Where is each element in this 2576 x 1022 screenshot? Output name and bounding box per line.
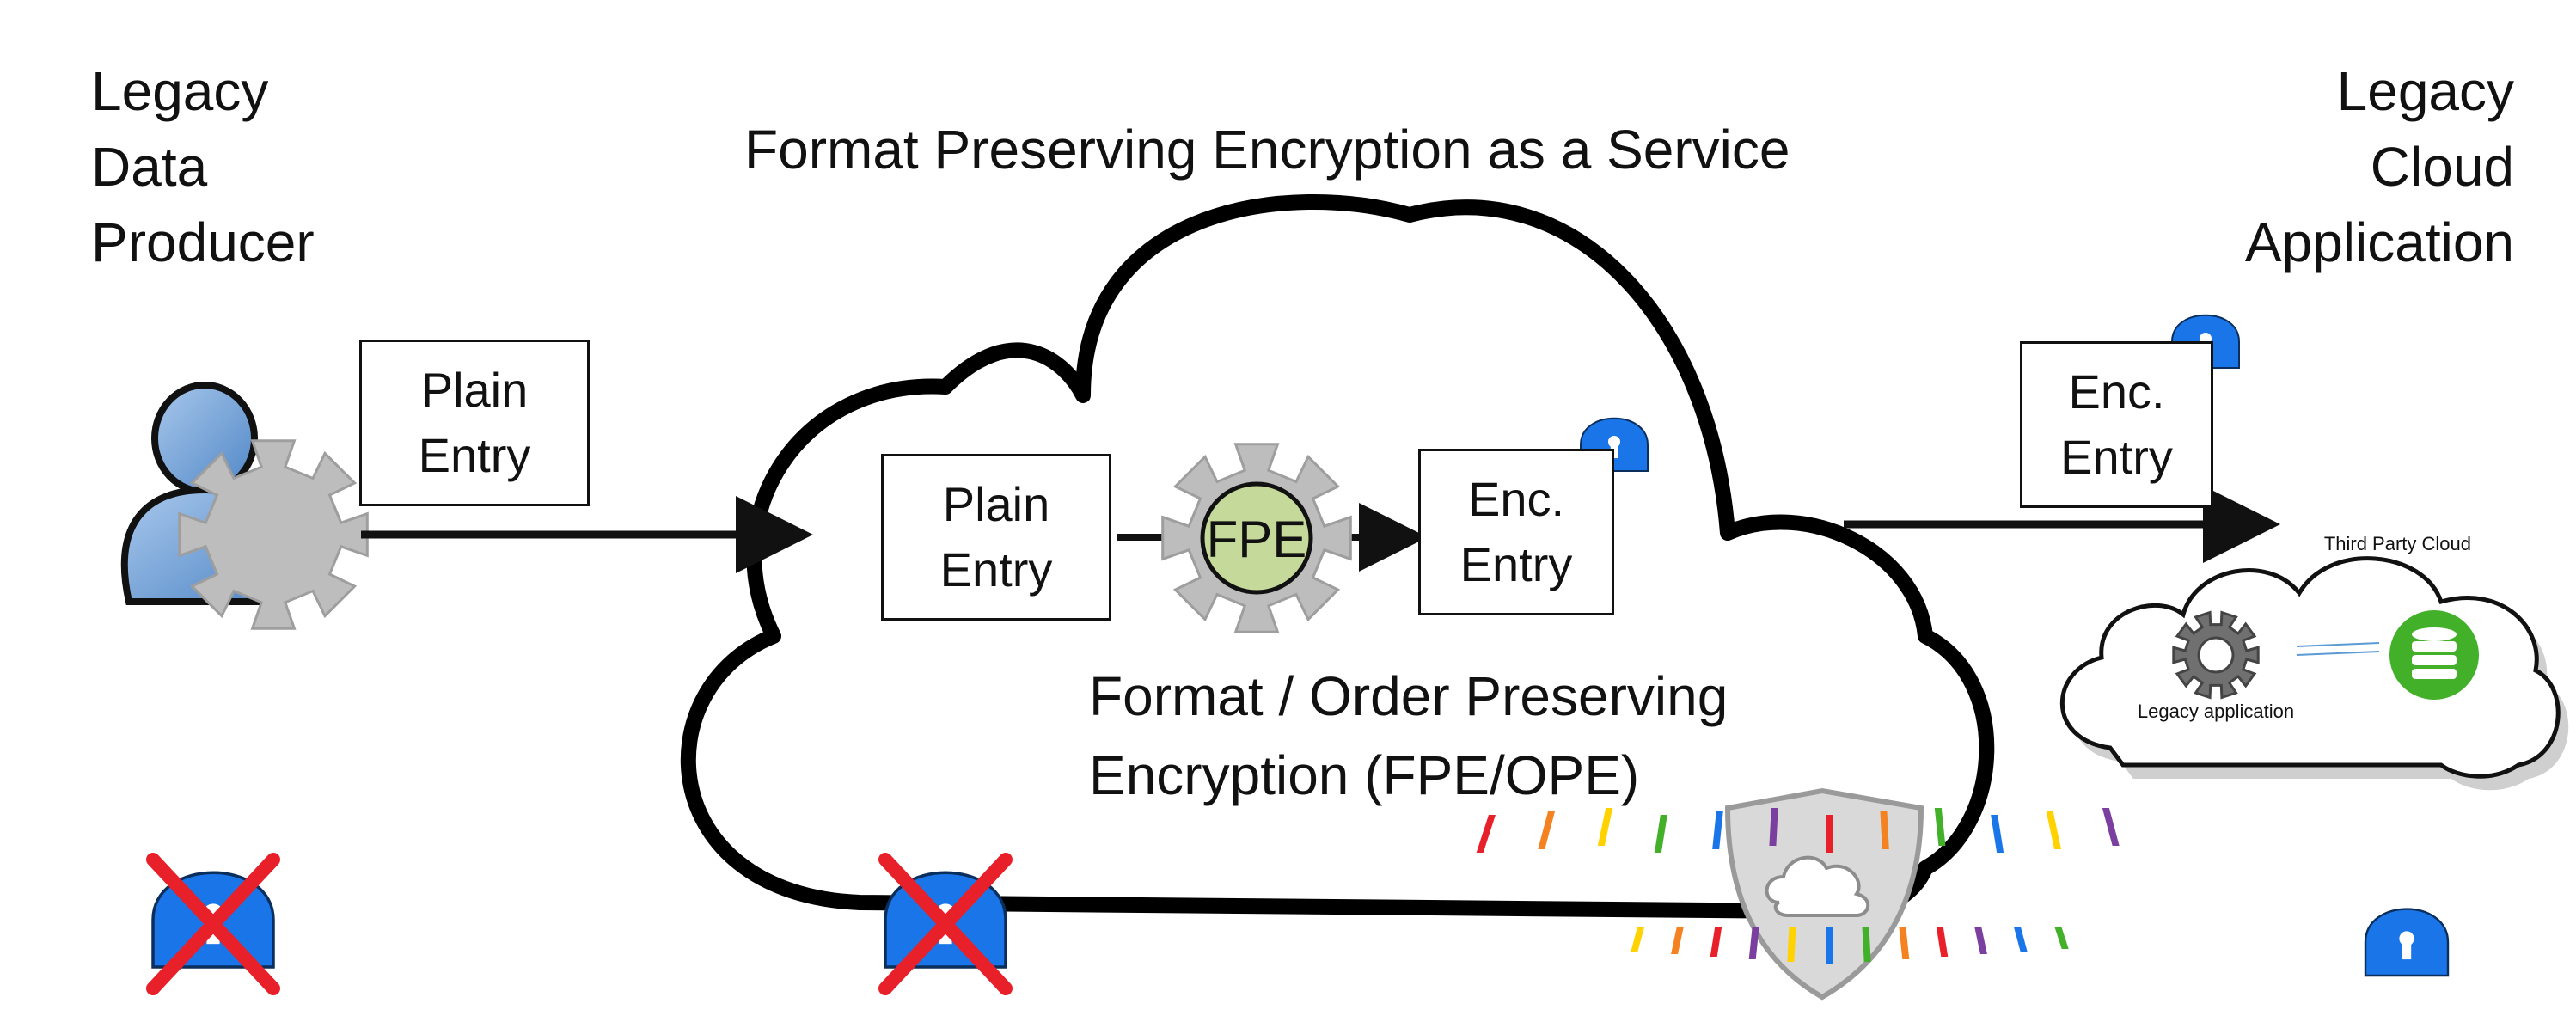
database-icon: [2389, 610, 2479, 700]
fpe-circle: [1200, 481, 1313, 595]
cloud-enc-entry-box: Enc. Entry: [1418, 449, 1614, 615]
cloud-security-shield-logo: [1476, 787, 2120, 1001]
box-line: Plain: [942, 477, 1050, 531]
box-line: Enc.: [1467, 472, 1565, 526]
producer-gear-icon: [178, 439, 369, 630]
input-plain-entry-box: Plain Entry: [359, 340, 590, 506]
application-label-line: Cloud: [2370, 136, 2514, 198]
application-label-line: Application: [2244, 211, 2514, 273]
cloud-description-line: Format / Order Preserving: [1089, 665, 1729, 727]
third-party-cloud-title: Third Party Cloud: [2324, 533, 2471, 554]
producer-label-line: Legacy: [91, 60, 269, 122]
box-line: Entry: [418, 428, 531, 482]
fpe-label: FPE: [1207, 511, 1307, 568]
producer-label-line: Data: [91, 136, 208, 198]
producer-cross-icon: [146, 853, 280, 995]
third-party-cloud: Third Party Cloud Legacy application: [2059, 533, 2569, 791]
output-enc-entry-box: Enc. Entry: [2020, 341, 2213, 508]
cloud-plain-entry-box: Plain Entry: [881, 454, 1111, 621]
cloud-description-line: Encryption (FPE/OPE): [1089, 744, 1640, 806]
lock-icon: [2364, 908, 2450, 977]
sync-arrow-icon: [2296, 651, 2380, 656]
box-line: Entry: [939, 542, 1053, 597]
box-line: Entry: [2060, 430, 2173, 484]
sync-arrow-icon: [2296, 642, 2380, 647]
service-cross-icon: [878, 853, 1013, 995]
box-line: Entry: [1459, 537, 1573, 591]
application-label-line: Legacy: [2336, 60, 2514, 122]
gear-shape: [178, 439, 369, 630]
box-line: Plain: [420, 363, 529, 417]
service-title: Format Preserving Encryption as a Servic…: [744, 119, 1790, 181]
cloud-description: Format / Order Preserving Encryption (FP…: [1089, 657, 1728, 815]
legacy-application-label: Legacy application: [2138, 701, 2294, 722]
producer-label-line: Producer: [91, 211, 315, 273]
box-line: Enc.: [2068, 364, 2165, 419]
application-label: Legacy Cloud Application: [2245, 53, 2514, 280]
service-cloud: [680, 193, 1995, 922]
legacy-app-gear-icon: [2172, 610, 2260, 700]
producer-label: Legacy Data Producer: [91, 53, 315, 280]
